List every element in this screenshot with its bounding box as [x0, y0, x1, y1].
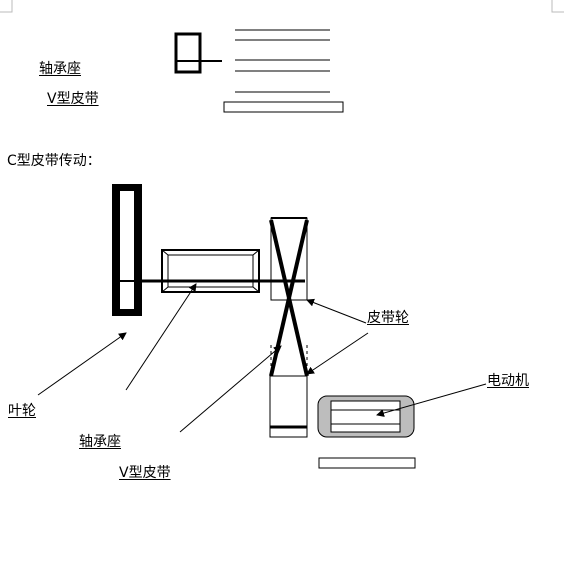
bearing-seat-leader	[125, 283, 197, 391]
section-caption: C型皮带传动：	[7, 153, 101, 169]
leader-lines	[37, 283, 487, 433]
motor-leader	[376, 383, 487, 417]
crop-marks	[0, 0, 564, 13]
v-belt-leader	[179, 345, 282, 433]
pulley-lower-leader	[306, 332, 369, 375]
top-bearing-symbol	[174, 32, 222, 74]
motor	[317, 395, 415, 438]
v-belt-cross	[269, 219, 309, 377]
pulley-label: 皮带轮	[367, 310, 409, 326]
bearing-seat-label: 轴承座	[79, 434, 121, 450]
upper-pulley	[270, 217, 308, 301]
motor-label: 电动机	[487, 373, 529, 389]
top-belt-lines	[235, 29, 330, 93]
impeller-leader	[37, 332, 127, 396]
top-base-plate	[223, 101, 344, 113]
top-bearing-seat-label: 轴承座	[39, 61, 81, 77]
top-v-belt-label: V型皮带	[47, 91, 99, 107]
impeller-label: 叶轮	[8, 403, 36, 419]
motor-base-plate	[318, 457, 416, 469]
impeller	[112, 184, 142, 316]
pulley-upper-leader	[306, 298, 367, 324]
v-belt-label: V型皮带	[119, 465, 171, 481]
bearing-seat	[161, 249, 260, 293]
